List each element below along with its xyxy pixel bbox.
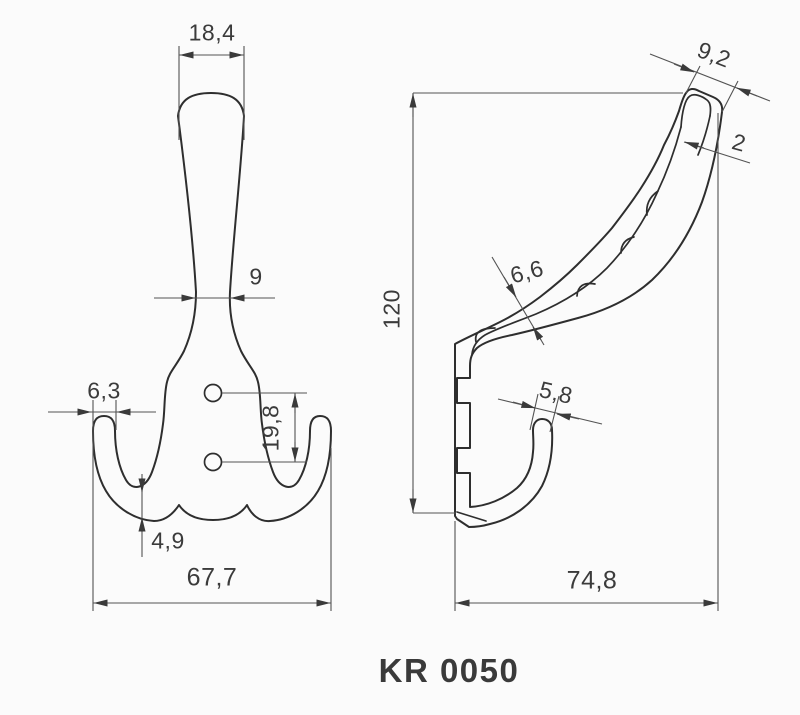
product-code-title: KR 0050 — [378, 652, 520, 689]
side-view-rib-1 — [645, 190, 659, 216]
side-view-rib-3 — [576, 282, 596, 297]
side-view-dimension-lines — [409, 53, 771, 611]
front-view-screw-hole-top — [203, 383, 223, 403]
dim-side-overall-height: 120 — [378, 289, 405, 329]
side-view-channel-wall-line — [471, 126, 682, 355]
side-view-tip-inner-right — [697, 115, 711, 156]
dim-front-overall-width: 67,7 — [186, 563, 238, 592]
dim-front-bottom-thickness: 4,9 — [151, 527, 185, 554]
side-view-rib-4 — [474, 327, 496, 343]
side-view-profile — [454, 87, 724, 528]
dim-front-hook-tip-width: 6,3 — [87, 377, 121, 404]
dim-side-overall-depth: 74,8 — [566, 566, 618, 595]
side-view-base-inner-line — [456, 511, 487, 522]
side-view-rib-2 — [620, 236, 635, 254]
dim-front-hole-spacing: 19,8 — [257, 404, 284, 452]
side-view-tip-inner-cap — [680, 93, 712, 128]
front-view-screw-hole-bottom — [203, 452, 223, 472]
front-view-body — [92, 92, 332, 523]
front-view-dimension-lines — [48, 46, 332, 611]
dim-front-top-width: 18,4 — [188, 19, 236, 46]
front-view-outline — [92, 92, 332, 523]
dim-front-neck-width: 9 — [249, 263, 263, 290]
side-view-outline — [454, 87, 724, 528]
